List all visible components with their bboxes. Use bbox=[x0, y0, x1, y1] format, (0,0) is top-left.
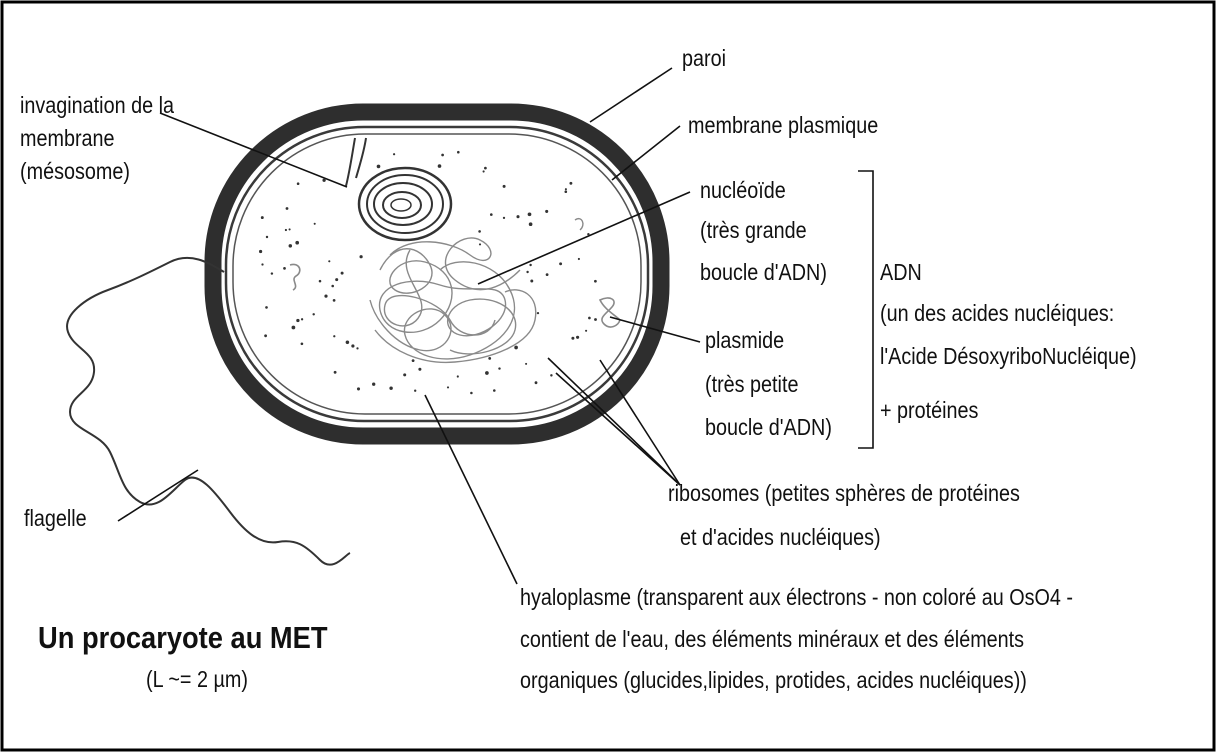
label-invagination-2: membrane bbox=[20, 123, 115, 153]
label-plasmide-3: boucle d'ADN) bbox=[705, 412, 832, 442]
label-flagelle: flagelle bbox=[24, 503, 87, 533]
label-nucleoide-3: boucle d'ADN) bbox=[700, 257, 827, 287]
diagram-subtitle: (L ~= 2 µm) bbox=[146, 666, 248, 693]
label-adn-4: + protéines bbox=[880, 395, 978, 425]
label-plasmide-2: (très petite bbox=[705, 369, 798, 399]
label-hyaloplasme-3: organiques (glucides,lipides, protides, … bbox=[520, 665, 1027, 695]
label-invagination-3: (mésosome) bbox=[20, 156, 130, 186]
diagram-title: Un procaryote au MET bbox=[38, 620, 328, 656]
label-membrane-plasmique: membrane plasmique bbox=[688, 110, 878, 140]
label-hyaloplasme-2: contient de l'eau, des éléments minéraux… bbox=[520, 624, 1024, 654]
label-adn-1: ADN bbox=[880, 257, 922, 287]
label-nucleoide-2: (très grande bbox=[700, 215, 807, 245]
label-plasmide-1: plasmide bbox=[705, 325, 784, 355]
label-invagination-1: invagination de la bbox=[20, 90, 174, 120]
label-paroi: paroi bbox=[682, 43, 726, 73]
label-nucleoide-1: nucléoïde bbox=[700, 175, 786, 205]
label-hyaloplasme-1: hyaloplasme (transparent aux électrons -… bbox=[520, 582, 1073, 612]
label-ribosomes-2: et d'acides nucléiques) bbox=[680, 522, 881, 552]
label-adn-3: l'Acide DésoxyriboNucléique) bbox=[880, 341, 1137, 371]
label-adn-2: (un des acides nucléiques: bbox=[880, 298, 1114, 328]
label-ribosomes-1: ribosomes (petites sphères de protéines bbox=[668, 478, 1020, 508]
